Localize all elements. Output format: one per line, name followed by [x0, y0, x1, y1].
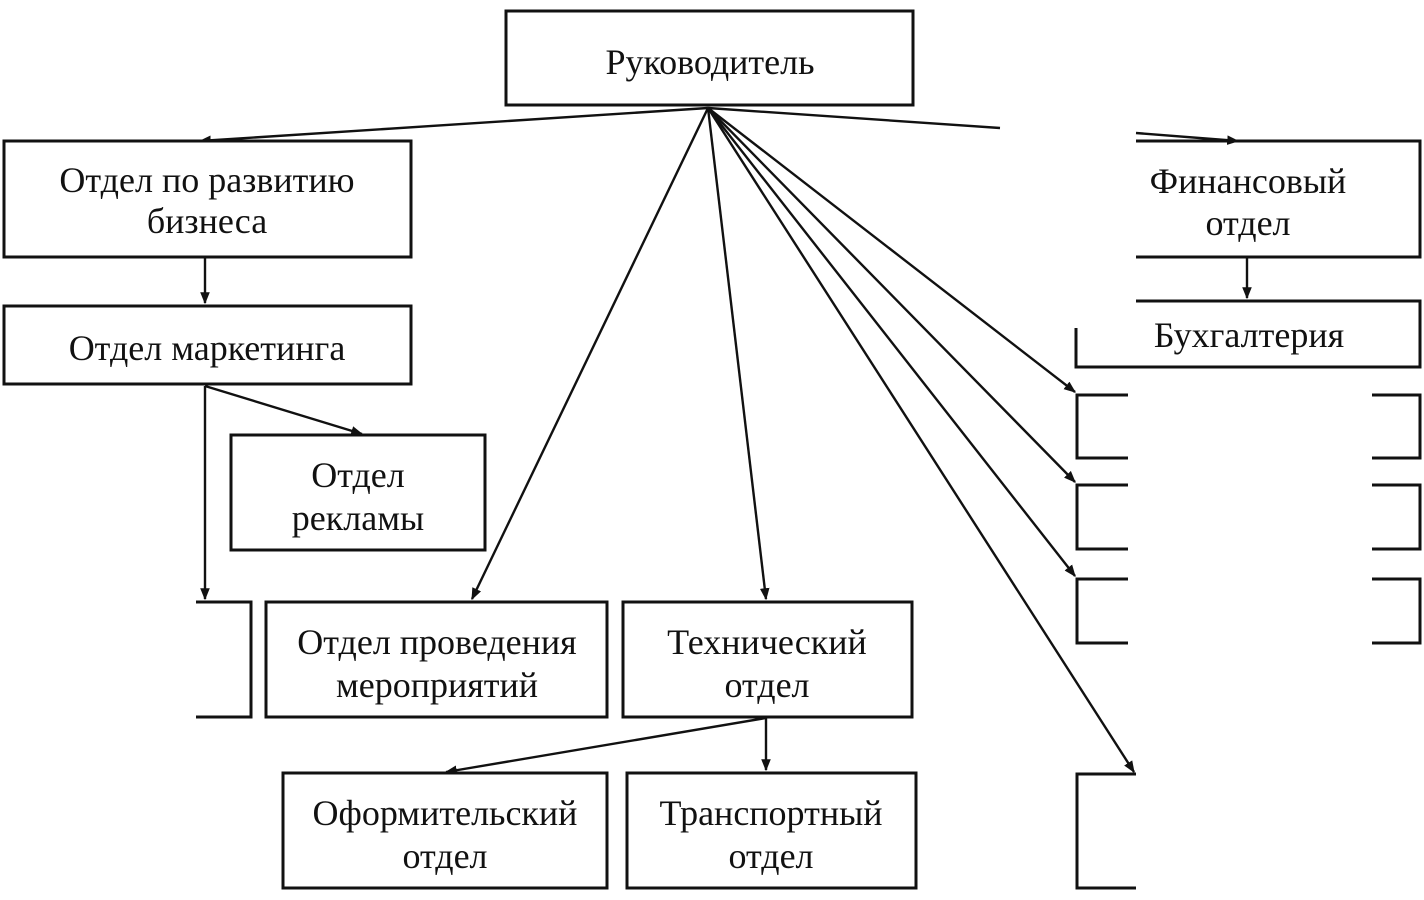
edge-head-top-right — [707, 106, 1001, 130]
edge-technical-to-design — [444, 716, 767, 775]
node-biz-dev-line2: бизнеса — [147, 201, 267, 241]
node-advertising-line1: Отдел — [311, 455, 405, 495]
node-finance-line1: Финансовый — [1150, 161, 1347, 201]
edge-head-to-biz-dev — [198, 106, 709, 146]
edge-head-to-right-1 — [707, 107, 1076, 393]
edges — [198, 106, 1252, 775]
node-technical-line1: Технический — [667, 622, 867, 662]
blank-box-bottom-right — [1075, 772, 1136, 890]
node-transport: Транспортный отдел — [625, 771, 918, 890]
node-technical-line2: отдел — [724, 665, 809, 705]
node-advertising: Отдел рекламы — [229, 433, 487, 552]
edge-head-to-technical — [706, 107, 770, 601]
node-design: Оформительский отдел — [281, 771, 609, 890]
node-events-line2: мероприятий — [336, 665, 538, 705]
node-design-line1: Оформительский — [313, 793, 578, 833]
node-accounting-label: Бухгалтерия — [1154, 315, 1344, 355]
node-technical: Технический отдел — [621, 600, 914, 719]
edge-head-to-right-4 — [706, 107, 1136, 774]
node-head: Руководитель — [504, 9, 915, 107]
node-transport-line2: отдел — [728, 836, 813, 876]
node-marketing-label: Отдел маркетинга — [69, 328, 346, 368]
blank-box-right-2 — [1075, 483, 1422, 551]
blank-box-left — [196, 600, 253, 719]
node-advertising-line2: рекламы — [292, 498, 424, 538]
blank-box-right-3 — [1075, 577, 1422, 645]
edge-head-to-events — [470, 107, 710, 601]
node-events-line1: Отдел проведения — [297, 622, 576, 662]
node-head-label: Руководитель — [605, 42, 814, 82]
node-finance-line2: отдел — [1205, 203, 1290, 243]
node-biz-dev: Отдел по развитию бизнеса — [2, 139, 413, 259]
edge-head-to-right-3 — [707, 107, 1076, 577]
edge-head-to-right-2 — [707, 107, 1076, 483]
node-accounting: Бухгалтерия — [1074, 299, 1422, 369]
node-finance: Финансовый отдел — [1136, 139, 1422, 259]
node-transport-line1: Транспортный — [659, 793, 882, 833]
node-biz-dev-line1: Отдел по развитию — [59, 160, 354, 200]
node-events: Отдел проведения мероприятий — [264, 600, 609, 719]
node-design-line2: отдел — [402, 836, 487, 876]
edge-marketing-to-advertising — [204, 384, 364, 436]
blank-box-right-1 — [1075, 393, 1422, 460]
node-marketing: Отдел маркетинга — [2, 304, 413, 386]
